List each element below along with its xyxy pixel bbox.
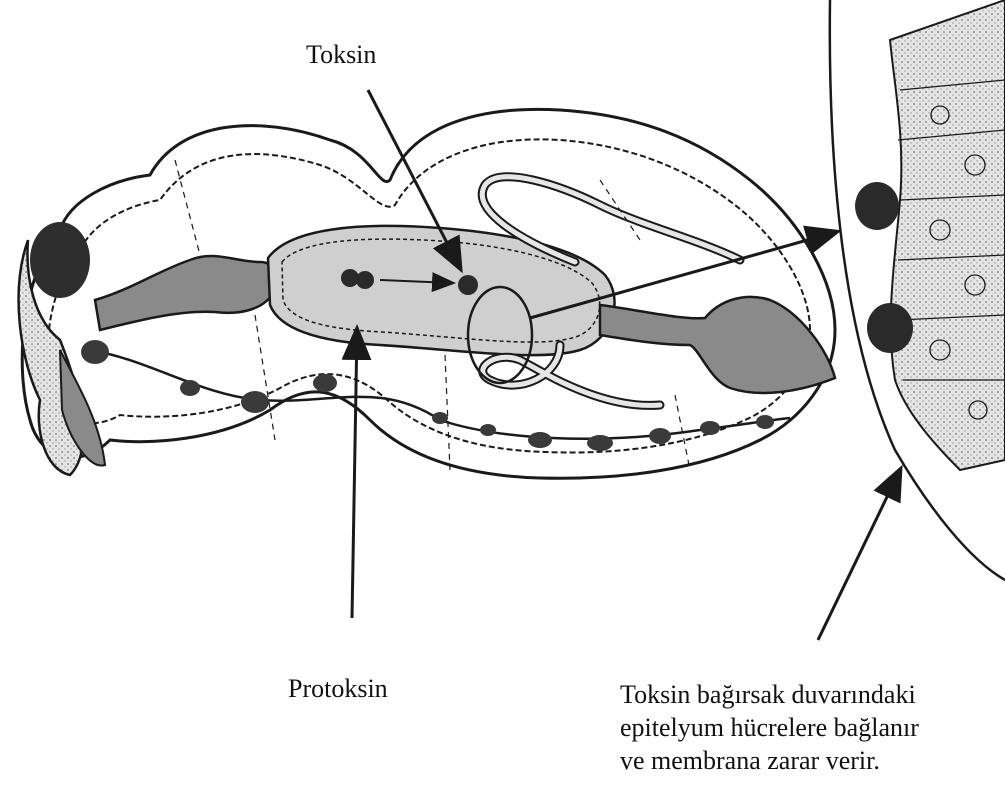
toxin-particle — [458, 275, 478, 295]
protoxin-pointer-arrow — [352, 330, 357, 618]
foregut — [95, 256, 277, 330]
malpighian-tubule-lower — [483, 345, 660, 405]
protoxin-label: Protoksin — [288, 672, 388, 705]
hindgut — [600, 297, 835, 393]
toxin-binding-caption: Toksin bağırsak duvarındaki epitelyum hü… — [620, 678, 919, 777]
caption-line-3: ve membrana zarar verir. — [620, 744, 919, 777]
caption-line-1: Toksin bağırsak duvarındaki — [620, 678, 919, 711]
epithelium-tissue — [890, 0, 1005, 470]
toxin-label: Toksin — [306, 38, 376, 71]
head-ganglion — [30, 222, 90, 298]
nerve-ganglia — [81, 340, 774, 451]
binding-pointer-arrow — [818, 470, 900, 640]
midgut — [268, 226, 615, 355]
caption-line-2: epitelyum hücrelere bağlanır — [620, 711, 919, 744]
